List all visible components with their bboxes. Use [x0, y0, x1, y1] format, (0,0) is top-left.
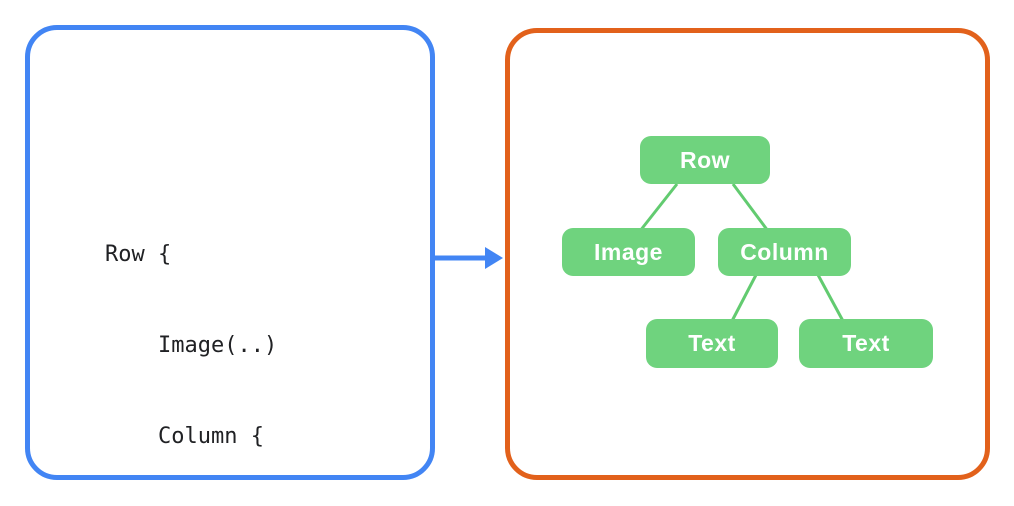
right-arrow-icon [435, 247, 503, 269]
code-block: Row { Image(..) Column { Text(..) Text(.… [105, 179, 317, 506]
tree-edges [638, 183, 845, 322]
code-line: Column { [105, 424, 264, 450]
edge-column-text1 [730, 272, 759, 322]
edge-row-column [731, 183, 770, 232]
tree-node-column: Column [718, 228, 851, 276]
code-line: Image(..) [105, 333, 278, 359]
code-line: Row { [105, 241, 172, 267]
edge-column-text2 [815, 272, 845, 322]
tree-node-text-1: Text [646, 319, 778, 368]
tree-node-row: Row [640, 136, 770, 184]
tree-node-image: Image [562, 228, 695, 276]
tree-panel: Row Image Column Text Text [505, 28, 990, 480]
edge-row-image [638, 183, 679, 232]
code-panel: Row { Image(..) Column { Text(..) Text(.… [25, 25, 435, 480]
tree-node-text-2: Text [799, 319, 933, 368]
